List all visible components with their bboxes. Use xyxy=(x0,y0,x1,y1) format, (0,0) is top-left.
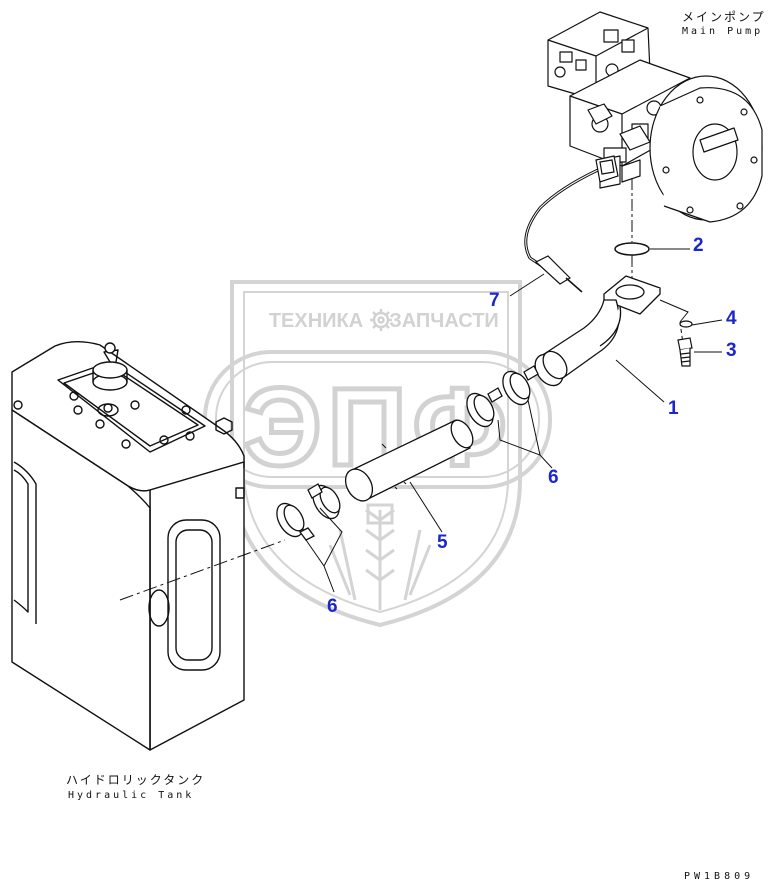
callout-leaders xyxy=(305,248,723,593)
callout-6-upper: 6 xyxy=(548,467,559,488)
drawing-code: PW1B809 xyxy=(684,871,755,882)
tank-centerline xyxy=(119,539,286,601)
callout-5: 5 xyxy=(437,532,448,553)
suction-hose xyxy=(344,419,474,502)
suction-elbow-pipe xyxy=(534,275,661,387)
callout-4: 4 xyxy=(726,308,737,329)
watermark-text-right: ЗАПЧАСТИ xyxy=(389,310,499,332)
gear-icon xyxy=(370,309,392,331)
bolt xyxy=(677,337,693,367)
hydraulic-tank-label-jp: ハイドロリックタンク xyxy=(66,773,206,787)
hose-clamps-upper xyxy=(466,365,539,428)
callout-1: 1 xyxy=(668,398,679,419)
watermark-text-left: ТЕХНИКА xyxy=(269,310,363,332)
hydraulic-tank xyxy=(11,341,245,751)
washer xyxy=(679,320,693,328)
main-pump xyxy=(547,11,763,223)
pressure-sensor-harness xyxy=(524,155,619,293)
main-pump-label-jp: メインポンプ xyxy=(682,10,766,24)
callout-2: 2 xyxy=(693,235,704,256)
callout-7: 7 xyxy=(489,290,500,311)
callout-6-lower: 6 xyxy=(327,596,338,617)
hydraulic-tank-label-en: Hydraulic Tank xyxy=(68,790,195,801)
o-ring xyxy=(614,242,650,256)
hose-clamps-lower xyxy=(276,483,341,541)
main-pump-label-en: Main Pump xyxy=(682,26,764,37)
callout-3: 3 xyxy=(726,340,737,361)
